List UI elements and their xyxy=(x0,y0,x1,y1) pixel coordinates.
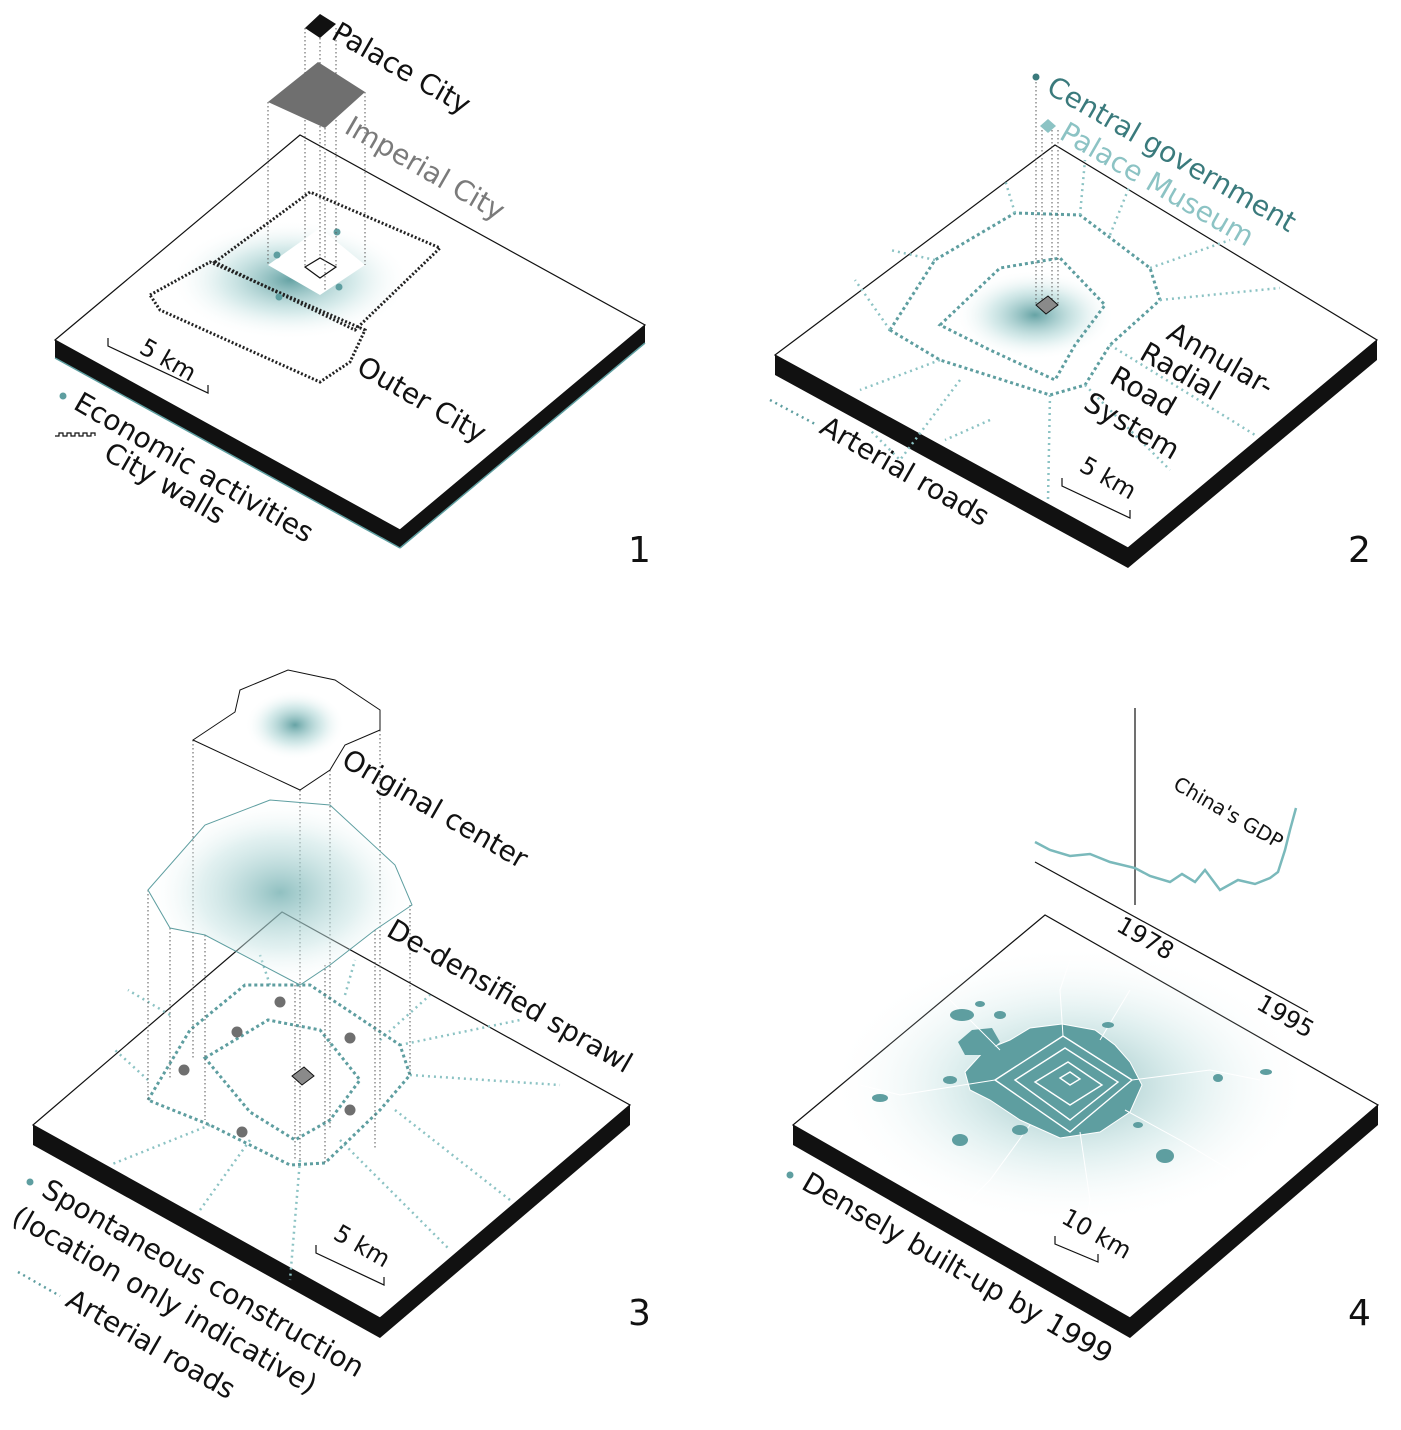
panel-2: Central government Palace Museum Annular… xyxy=(769,69,1379,571)
gdp-label: China's GDP xyxy=(1170,772,1288,854)
panel-4: China's GDP 1978 1995 xyxy=(786,708,1380,1370)
built-up-patches xyxy=(872,1001,1272,1163)
panel-2-number: 2 xyxy=(1348,530,1371,571)
panel-3-slab-left xyxy=(33,1125,380,1338)
panel-1-slab-right xyxy=(400,325,645,548)
panel-3-palace-marker xyxy=(291,1066,315,1086)
panel-3: Original center De-densified sprawl 5 km… xyxy=(7,669,651,1406)
built-up-legend-dot xyxy=(786,1171,794,1179)
panel-2-arterial-roads xyxy=(853,159,1281,501)
economic-activities-glow xyxy=(170,220,410,340)
gdp-time-axis xyxy=(1034,861,1309,1013)
city-walls-legend-symbol xyxy=(55,432,96,437)
panel-3-inner-ring xyxy=(202,1018,362,1142)
palace-city-footprint xyxy=(303,257,338,279)
panel-1: Palace City Imperial City Outer City 5 k… xyxy=(53,14,651,571)
panel-3-arterial-legend-symbol xyxy=(17,1270,61,1298)
arterial-roads-legend-symbol xyxy=(769,398,816,426)
original-center-block xyxy=(191,669,381,791)
panel-3-slab-right xyxy=(380,1105,630,1338)
dedensified-sprawl-shape xyxy=(147,799,413,986)
panel-3-number: 3 xyxy=(628,1293,651,1334)
construction-legend-dot xyxy=(26,1178,34,1186)
gdp-line xyxy=(1034,807,1298,892)
panel-1-number: 1 xyxy=(628,530,651,571)
panel-4-slab-right xyxy=(1130,1105,1378,1338)
panel-2-slab-left xyxy=(775,355,1128,568)
panel-1-slab-left xyxy=(55,340,400,548)
central-government-marker xyxy=(1032,73,1040,81)
imperial-city-block xyxy=(268,62,365,128)
palace-museum-footprint xyxy=(1035,295,1059,315)
spontaneous-construction-dots xyxy=(178,996,356,1138)
panel-4-number: 4 xyxy=(1348,1293,1371,1334)
palace-city-block xyxy=(305,14,336,38)
outer-city-wall xyxy=(147,260,368,384)
economic-activities-legend-dot xyxy=(59,392,67,400)
panel-2-slab-right xyxy=(1128,340,1377,568)
panel-4-radial-roads xyxy=(859,959,1261,1261)
built-up-west xyxy=(958,1028,1000,1055)
palace-museum-marker xyxy=(1040,119,1056,133)
imperial-city-footprint xyxy=(268,228,365,295)
second-ring-road xyxy=(937,256,1107,382)
inner-city-wall xyxy=(212,190,443,332)
panel-2-center-glow xyxy=(955,270,1115,360)
panel-3-arterial-roads xyxy=(109,954,561,1281)
panel-4-slab-left xyxy=(793,1125,1130,1338)
